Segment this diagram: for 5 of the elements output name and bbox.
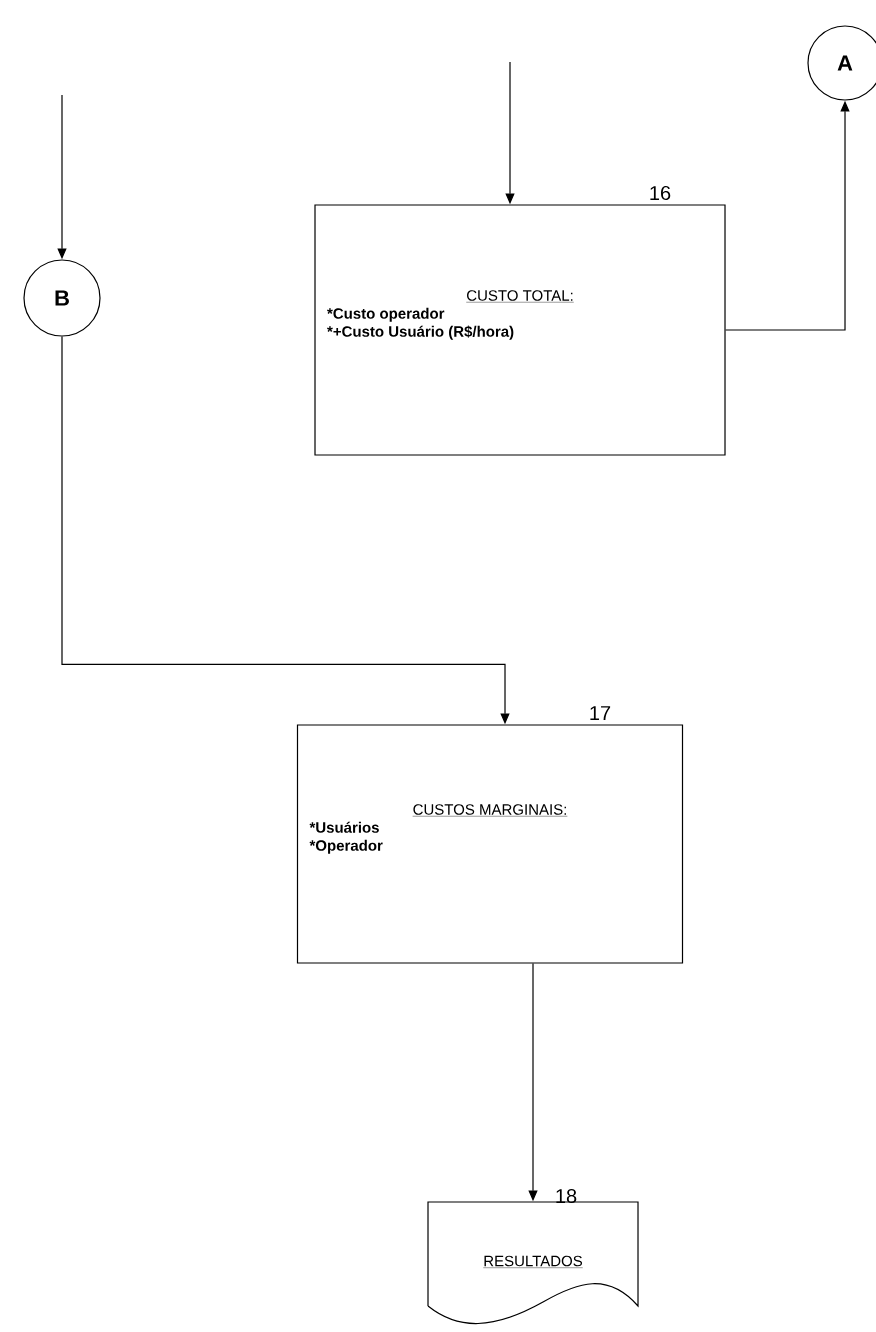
step-number: 18	[556, 1188, 577, 1204]
step-number: 16	[650, 185, 671, 201]
step-number: 17	[590, 706, 611, 720]
process-box: CUSTO TOTAL: *Custo operador *+Custo Usuário (R$/hora)	[314, 204, 726, 456]
process-box: CUSTOS MARGINAIS: *Usuários *Operador	[296, 724, 684, 964]
